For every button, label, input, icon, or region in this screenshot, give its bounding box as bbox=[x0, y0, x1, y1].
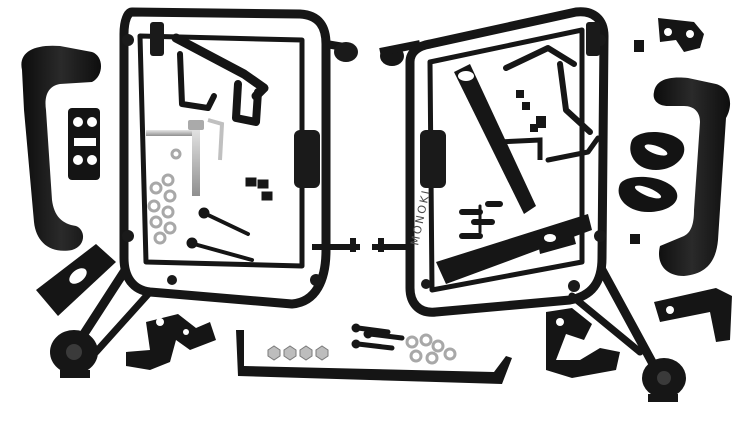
right-grab-handle bbox=[653, 77, 731, 276]
bottom-bolts bbox=[351, 323, 405, 351]
left-bent-bracket bbox=[171, 33, 269, 126]
bottom-washers bbox=[405, 333, 457, 365]
right-small-hardware bbox=[516, 90, 546, 132]
left-mount-plate bbox=[68, 108, 100, 180]
bottom-right-clamp bbox=[546, 308, 620, 378]
left-flat-bracket bbox=[36, 244, 116, 316]
right-top-bracket bbox=[634, 18, 704, 52]
left-washers bbox=[147, 148, 182, 245]
steel-pin bbox=[146, 118, 225, 196]
right-long-bracket bbox=[454, 64, 543, 214]
right-lower-mount bbox=[642, 358, 686, 402]
bottom-long-bar bbox=[236, 330, 512, 384]
bottom-left-clamp bbox=[126, 314, 216, 370]
right-bolts bbox=[459, 201, 503, 239]
left-bolts bbox=[186, 177, 273, 262]
right-bent-bracket bbox=[503, 45, 601, 163]
right-lower-bracket bbox=[654, 288, 732, 342]
left-lower-mount bbox=[50, 330, 98, 378]
right-pannier-frame bbox=[405, 7, 657, 367]
bottom-nuts bbox=[267, 345, 329, 361]
right-flat-plate bbox=[436, 214, 592, 284]
right-rubber-pads bbox=[618, 131, 685, 244]
right-frame-fittings bbox=[420, 22, 606, 292]
left-grab-handle bbox=[21, 45, 102, 251]
left-frame-fittings bbox=[122, 22, 358, 286]
center-connectors bbox=[312, 40, 421, 252]
